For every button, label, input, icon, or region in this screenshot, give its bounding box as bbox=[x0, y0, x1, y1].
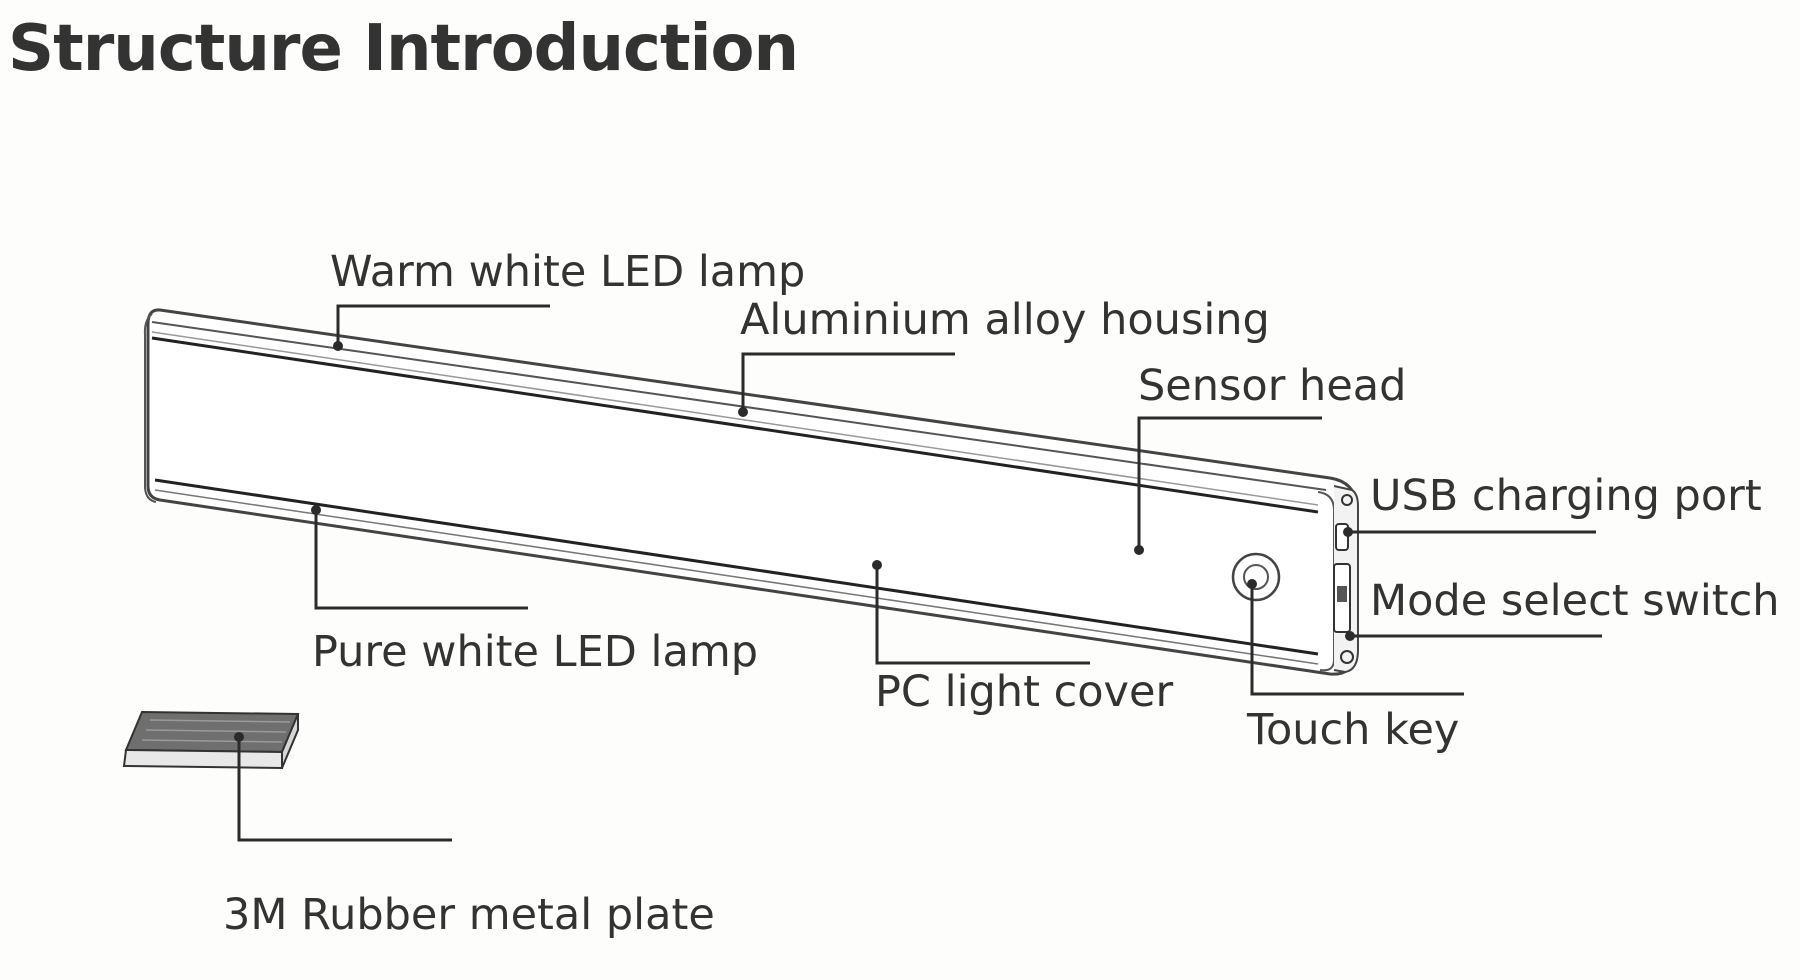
left-end-cap bbox=[143, 313, 157, 503]
plate-texture bbox=[141, 719, 291, 743]
bottom-led-strip bbox=[154, 478, 1319, 656]
top-trim-inner bbox=[151, 331, 1319, 506]
label-mode-select-switch: Mode select switch bbox=[1370, 576, 1780, 626]
touch-key-inner-icon bbox=[1243, 564, 1269, 590]
label-touch-key: Touch key bbox=[1246, 705, 1459, 755]
leader-pure-white-dot bbox=[311, 505, 321, 515]
leader-aluminium-dot bbox=[738, 407, 748, 417]
leader-touch-key-dot bbox=[1247, 579, 1257, 589]
end-screw-icon bbox=[1341, 494, 1353, 506]
leader-usb-dot bbox=[1343, 527, 1353, 537]
top-led-strip bbox=[151, 336, 1319, 514]
leader-warm-white-dot bbox=[333, 341, 343, 351]
plate-side bbox=[281, 713, 299, 769]
label-rubber-metal-plate: 3M Rubber metal plate bbox=[223, 890, 715, 940]
bottom-trim-line bbox=[154, 489, 1319, 665]
leader-rubber-plate bbox=[237, 737, 452, 842]
leader-pc-cover-dot bbox=[872, 560, 882, 570]
label-usb-charging-port: USB charging port bbox=[1370, 471, 1762, 521]
label-pc-light-cover: PC light cover bbox=[875, 667, 1173, 717]
label-pure-white-led-lamp: Pure white LED lamp bbox=[312, 627, 758, 677]
rubber-metal-plate bbox=[122, 710, 300, 770]
top-trim-line bbox=[151, 321, 1327, 491]
leader-touch-key bbox=[1250, 584, 1464, 696]
page-title: Structure Introduction bbox=[8, 12, 799, 86]
led-bar bbox=[143, 308, 1359, 676]
mode-switch-knob-icon bbox=[1337, 586, 1347, 602]
leader-rubber-plate-dot bbox=[234, 732, 244, 742]
leader-sensor-head bbox=[1137, 416, 1322, 550]
leader-lines bbox=[234, 304, 1602, 842]
leader-pure-white bbox=[314, 510, 528, 610]
leader-sensor-head-dot bbox=[1134, 545, 1144, 555]
leader-pc-cover bbox=[875, 565, 1090, 665]
leader-warm-white bbox=[336, 304, 550, 346]
label-aluminium-alloy-housing: Aluminium alloy housing bbox=[740, 295, 1270, 345]
leader-aluminium bbox=[741, 352, 955, 412]
label-sensor-head: Sensor head bbox=[1138, 361, 1406, 411]
labels: Warm white LED lamp Aluminium alloy hous… bbox=[223, 247, 1780, 940]
touch-key-outer-icon bbox=[1231, 552, 1281, 602]
end-screw-bottom-icon bbox=[1340, 650, 1354, 664]
leader-mode-switch-dot bbox=[1345, 631, 1355, 641]
plate-front bbox=[122, 748, 283, 770]
label-warm-white-led-lamp: Warm white LED lamp bbox=[330, 247, 805, 297]
